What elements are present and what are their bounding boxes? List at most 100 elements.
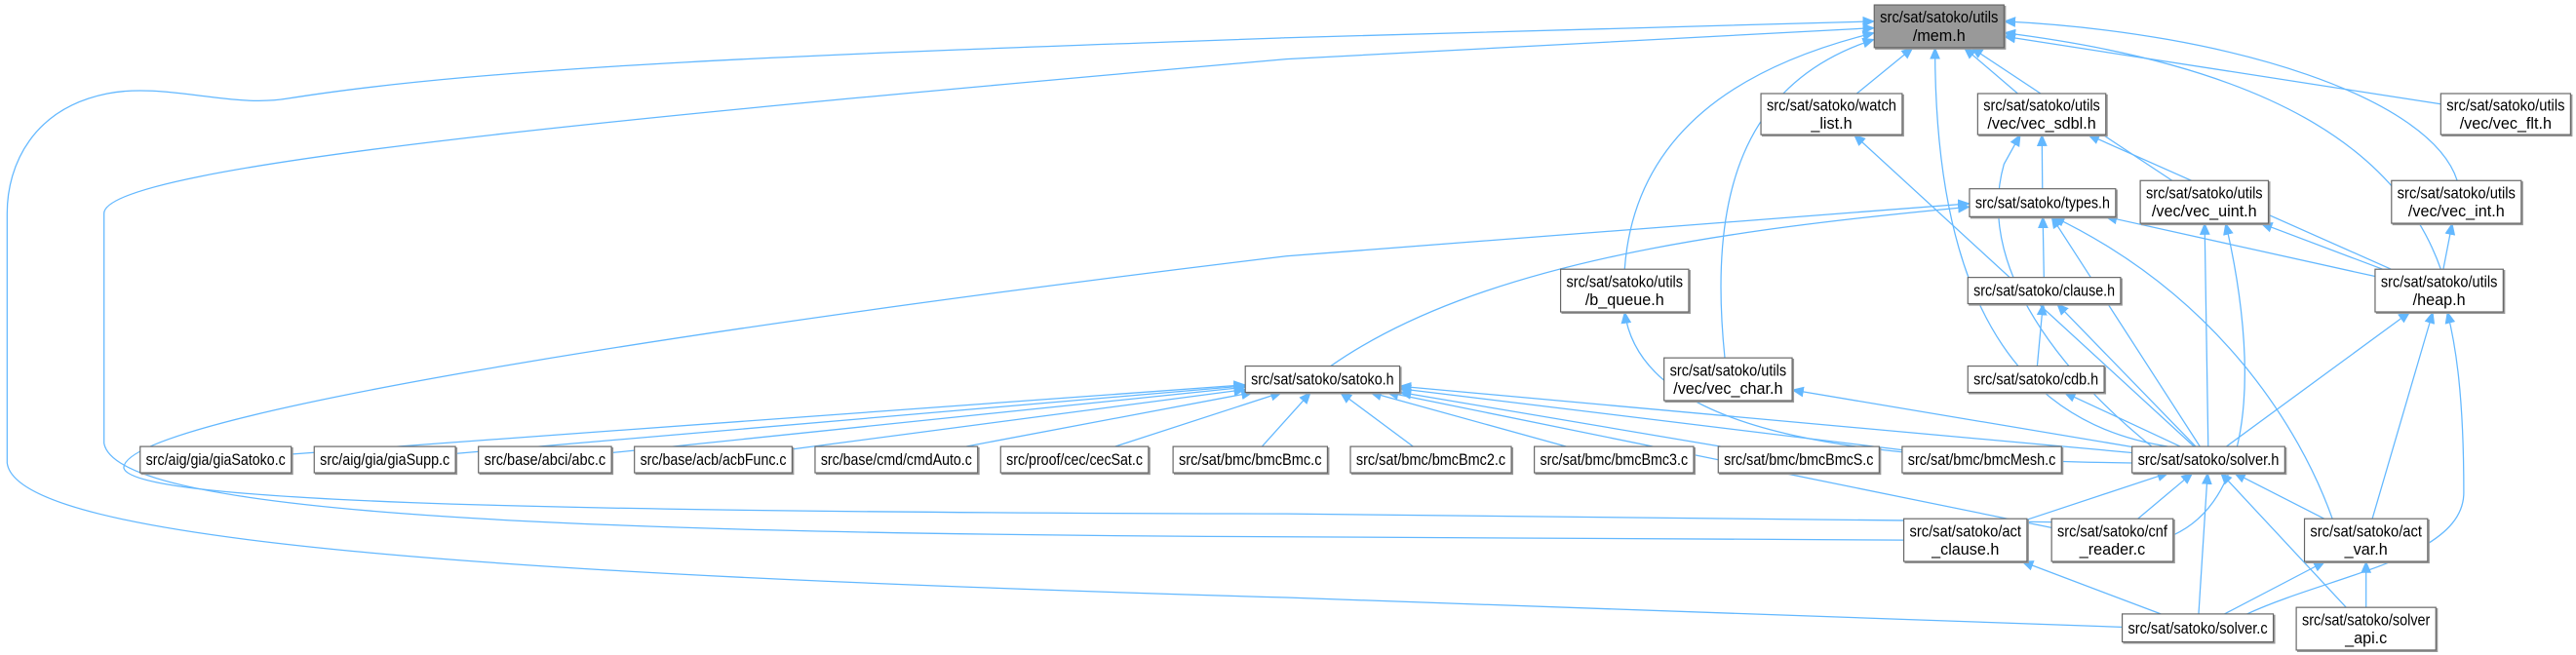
node-shadow <box>1978 94 2108 137</box>
node-label: src/proof/cec/cecSat.c <box>1006 451 1143 469</box>
node-label: src/sat/bmc/bmcBmc2.c <box>1356 451 1505 469</box>
node-label: src/sat/bmc/bmcBmc.c <box>1179 451 1322 469</box>
node-bmcBmcS[interactable]: src/sat/bmc/bmcBmcS.c <box>1717 445 1882 476</box>
node-label: src/sat/bmc/bmcMesh.c <box>1908 451 2056 469</box>
node-mem[interactable]: src/sat/satoko/utils/mem.h <box>1873 4 2007 50</box>
node-act-var[interactable]: src/sat/satoko/act_var.h <box>2303 518 2430 564</box>
node-bmcMesh[interactable]: src/sat/bmc/bmcMesh.c <box>1901 445 2064 476</box>
node-shadow <box>2140 181 2271 226</box>
node-label: src/sat/bmc/bmcBmcS.c <box>1724 451 1873 469</box>
node-shadow <box>1001 446 1151 476</box>
node-box <box>1172 445 1329 474</box>
node-box <box>2439 93 2571 135</box>
node-heap[interactable]: src/sat/satoko/utils/heap.h <box>2374 268 2506 315</box>
edge-vec_sdbl-to-mem <box>1963 47 2018 95</box>
edge-vec_flt-to-mem <box>2003 32 2441 105</box>
node-vec-flt[interactable]: src/sat/satoko/utils/vec/vec_flt.h <box>2439 93 2573 137</box>
node-label: src/sat/satoko/clause.h <box>1973 283 2115 300</box>
node-label: src/sat/satoko/utils <box>2446 96 2564 114</box>
node-b-queue[interactable]: src/sat/satoko/utils/b_queue.h <box>1559 268 1691 315</box>
node-bmcBmc3[interactable]: src/sat/bmc/bmcBmc3.c <box>1534 445 1697 476</box>
edge-b_queue-to-mem <box>1623 30 1876 270</box>
node-bmcBmc2[interactable]: src/sat/bmc/bmcBmc2.c <box>1349 445 1514 476</box>
node-clause[interactable]: src/sat/satoko/clause.h <box>1967 277 2123 306</box>
node-shadow <box>140 446 293 476</box>
node-shadow <box>2375 270 2506 315</box>
node-label: /vec/vec_char.h <box>1673 380 1782 398</box>
edge-solver_c-to-act_clause <box>2020 560 2162 615</box>
node-label: /b_queue.h <box>1585 291 1664 309</box>
node-cdb[interactable]: src/sat/satoko/cdb.h <box>1967 365 2107 395</box>
node-cecSat[interactable]: src/proof/cec/cecSat.c <box>999 445 1151 476</box>
node-shadow <box>635 446 795 476</box>
edge-watch_list-to-mem <box>1855 47 1914 95</box>
node-watch-list[interactable]: src/sat/satoko/watch_list.h <box>1760 93 1904 137</box>
node-box <box>2139 179 2270 224</box>
node-label: src/aig/gia/giaSupp.c <box>320 451 449 469</box>
node-box <box>2374 268 2504 313</box>
edge-act_var-to-heap <box>2371 311 2436 520</box>
node-vec-uint[interactable]: src/sat/satoko/utils/vec/vec_uint.h <box>2139 179 2271 226</box>
node-box <box>999 445 1150 474</box>
node-label: src/sat/satoko/solver.h <box>2138 451 2280 469</box>
edge-bmcBmc3-to-satoko_h <box>1369 390 1567 447</box>
node-box <box>1873 4 2005 49</box>
node-shadow <box>2441 94 2573 137</box>
node-label: _list.h <box>1810 115 1852 133</box>
node-shadow <box>1761 94 1904 137</box>
node-label: /vec/vec_int.h <box>2408 203 2505 220</box>
node-box <box>2303 518 2429 562</box>
edge-bmcBmc2-to-satoko_h <box>1339 392 1414 447</box>
node-abc[interactable]: src/base/abci/abc.c <box>478 445 614 476</box>
node-types[interactable]: src/sat/satoko/types.h <box>1969 188 2118 219</box>
node-satoko-h[interactable]: src/sat/satoko/satoko.h <box>1244 365 1402 395</box>
node-giaSupp[interactable]: src/aig/gia/giaSupp.c <box>313 445 458 476</box>
edge-solver_h-to-cdb <box>2063 391 2181 447</box>
node-box <box>814 445 979 474</box>
node-shadow <box>1664 359 1795 403</box>
edge-giaSatoko-to-satoko_h <box>291 380 1247 455</box>
node-solver-h[interactable]: src/sat/satoko/solver.h <box>2131 445 2287 476</box>
node-box <box>2050 518 2174 562</box>
edge-solver_h-to-clause <box>2056 302 2197 447</box>
node-cmdAuto[interactable]: src/base/cmd/cmdAuto.c <box>814 445 980 476</box>
node-box <box>1717 445 1880 474</box>
node-vec-sdbl[interactable]: src/sat/satoko/utils/vec/vec_sdbl.h <box>1976 93 2108 137</box>
node-shadow <box>2305 520 2430 564</box>
node-label: src/sat/satoko/solver <box>2302 611 2431 629</box>
node-shadow <box>315 446 458 476</box>
node-shadow <box>1970 189 2118 219</box>
node-solver-api[interactable]: src/sat/satoko/solver_api.c <box>2295 606 2439 652</box>
node-cnf-reader[interactable]: src/sat/satoko/cnf_reader.c <box>2050 518 2175 564</box>
node-box <box>2131 445 2285 474</box>
node-label: src/sat/satoko/satoko.h <box>1251 371 1394 389</box>
node-shadow <box>1969 366 2107 395</box>
edge-bmcBmc-to-satoko_h <box>1261 391 1311 447</box>
node-bmcBmc[interactable]: src/sat/bmc/bmcBmc.c <box>1172 445 1330 476</box>
node-label: src/sat/satoko/utils <box>1566 273 1683 290</box>
edge-solver_c-to-act_var <box>2224 560 2326 615</box>
node-label: src/aig/gia/giaSatoko.c <box>146 451 286 469</box>
edge-heap-to-mem <box>2003 28 2441 270</box>
node-box <box>1967 365 2105 394</box>
node-label: src/sat/satoko/utils <box>2398 184 2516 202</box>
node-solver-c[interactable]: src/sat/satoko/solver.c <box>2121 613 2276 644</box>
edge-cmdAuto-to-satoko_h <box>965 389 1254 447</box>
node-act-clause[interactable]: src/sat/satoko/act_clause.h <box>1902 518 2029 564</box>
node-box <box>1902 518 2028 562</box>
edge-solver_h-to-types <box>2050 215 2201 447</box>
node-label: _var.h <box>2344 541 2388 559</box>
node-giaSatoko[interactable]: src/aig/gia/giaSatoko.c <box>139 445 293 476</box>
node-box <box>1760 93 1903 135</box>
node-shadow <box>1902 446 2064 476</box>
node-acbFunc[interactable]: src/base/acb/acbFunc.c <box>634 445 795 476</box>
node-vec-char[interactable]: src/sat/satoko/utils/vec/vec_char.h <box>1663 357 1795 403</box>
edge-bmcMesh-to-satoko_h <box>1398 384 1902 451</box>
edge-vec_int-to-mem <box>2003 17 2458 181</box>
node-vec-int[interactable]: src/sat/satoko/utils/vec/vec_int.h <box>2391 179 2523 226</box>
node-shadow <box>1875 5 2007 50</box>
edge-solver_c-to-solver_h <box>2198 472 2212 614</box>
edge-types-to-vec_sdbl <box>2036 134 2048 189</box>
edge-clause-to-types <box>2037 215 2049 278</box>
